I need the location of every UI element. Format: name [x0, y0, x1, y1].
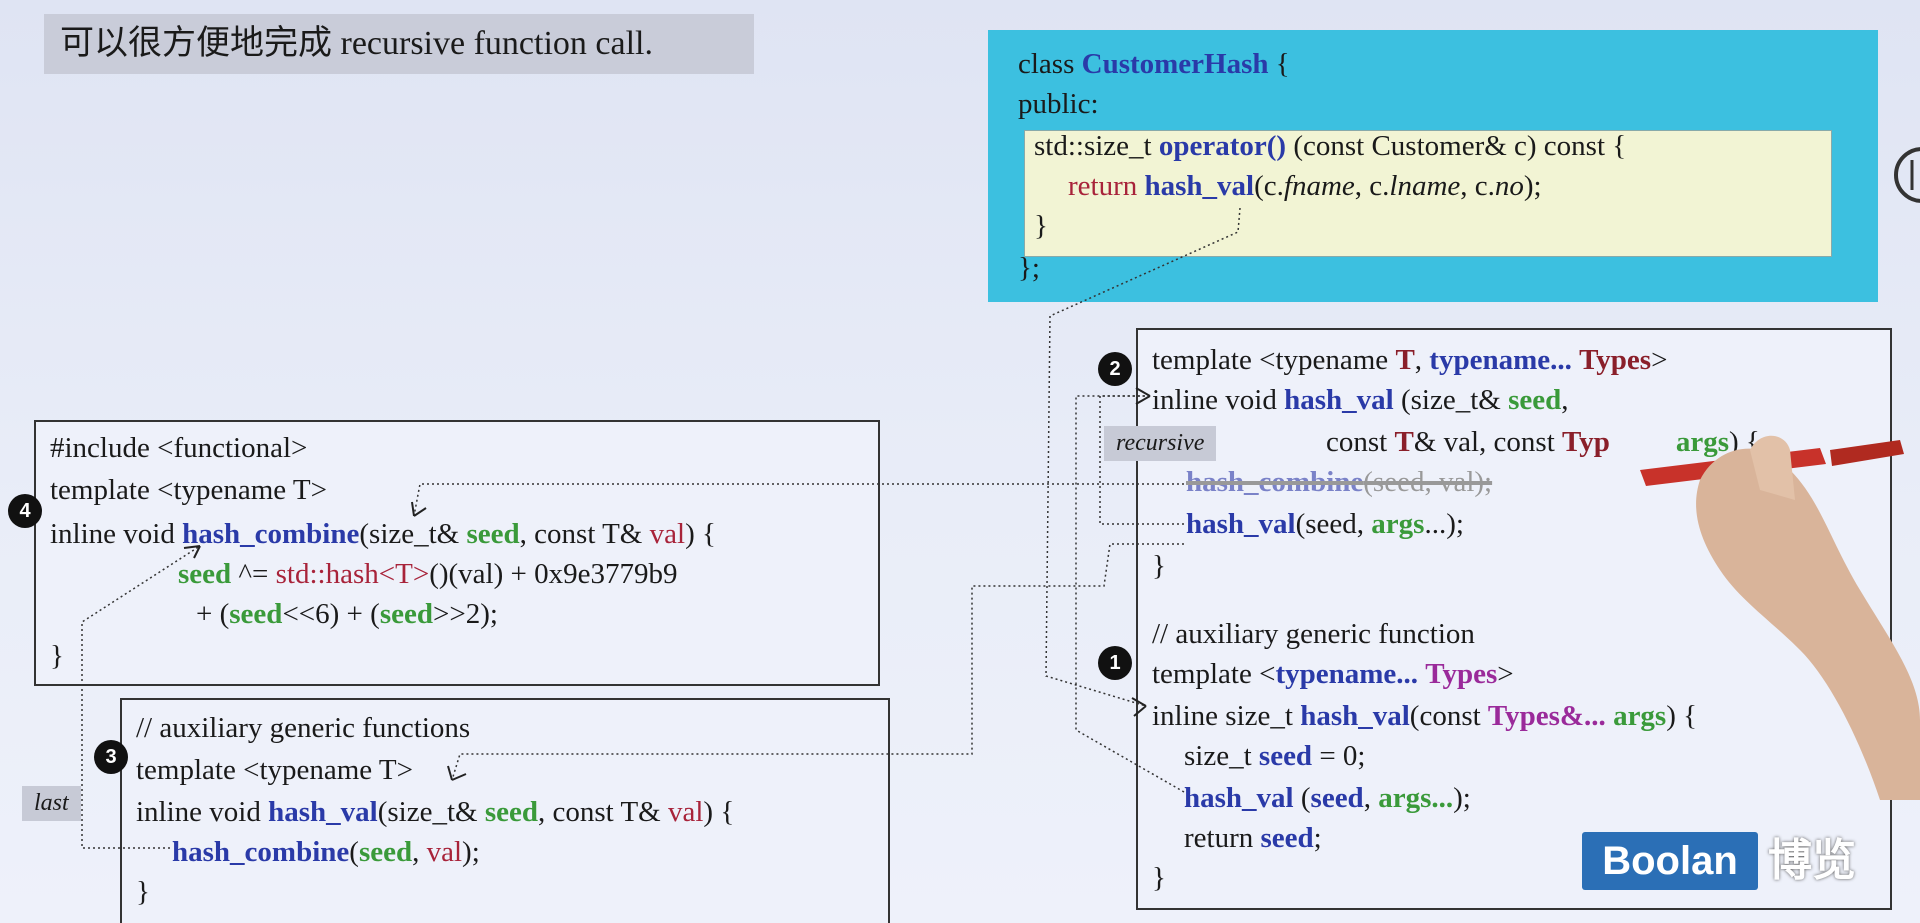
box1-comment: // auxiliary generic function — [1152, 618, 1475, 650]
boolan-logo: Boolan — [1582, 832, 1758, 890]
box4-line-6: } — [50, 640, 64, 672]
boolan-logo-cn: 博览 — [1768, 835, 1856, 886]
class-line-3: std::size_t operator() (const Customer& … — [1034, 130, 1627, 162]
box4-line-2: template <typename T> — [50, 474, 327, 506]
box4-line-4: seed ^= std::hash<T>()(val) + 0x9e3779b9 — [178, 558, 678, 590]
box2-line-5: hash_val(seed, args...); — [1186, 508, 1464, 540]
box4-line-5: + (seed<<6) + (seed>>2); — [196, 598, 498, 630]
box4-line-1: #include <functional> — [50, 432, 308, 464]
box1-line-call: hash_val (seed, args...); — [1184, 782, 1471, 814]
step-marker-2: 2 — [1098, 352, 1132, 386]
box1-line-close: } — [1152, 862, 1166, 894]
hash-val-variadic-box — [1136, 328, 1892, 910]
hash-val-single-box — [120, 698, 890, 923]
box3-line-5: } — [136, 876, 150, 908]
box1-line-seed: size_t seed = 0; — [1184, 740, 1366, 772]
box3-line-2: template <typename T> — [136, 754, 413, 786]
box2-line-2: inline void hash_val (size_t& seed, — [1152, 384, 1569, 416]
step-marker-1: 1 — [1098, 646, 1132, 680]
box2-line-4: hash_combine(seed, val); — [1186, 466, 1493, 498]
box3-line-3: inline void hash_val(size_t& seed, const… — [136, 796, 735, 828]
last-tag: last — [22, 786, 81, 821]
box1-line-template: template <typename... Types> — [1152, 658, 1514, 690]
box2-line-1: template <typename T, typename... Types> — [1152, 344, 1668, 376]
clock-icon — [1894, 147, 1920, 203]
slide-title-banner: 可以很方便地完成 recursive function call. — [44, 14, 754, 74]
box1-line-return: return seed; — [1184, 822, 1322, 854]
class-line-6: }; — [1018, 252, 1040, 284]
box2-line-6: } — [1152, 550, 1166, 582]
box1-line-signature: inline size_t hash_val(const Types&... a… — [1152, 700, 1698, 732]
box3-line-4: hash_combine(seed, val); — [172, 836, 480, 868]
recursive-tag: recursive — [1104, 426, 1217, 461]
presenter-hand-illustration — [1640, 435, 1920, 800]
operator-body-box — [1024, 130, 1832, 257]
class-line-1: class CustomerHash { — [1018, 48, 1290, 80]
box3-line-1: // auxiliary generic functions — [136, 712, 471, 744]
step-marker-3: 3 — [94, 740, 128, 774]
class-line-5: } — [1034, 210, 1048, 242]
class-line-4: return hash_val(c.fname, c.lname, c.no); — [1068, 170, 1542, 202]
hash-combine-box — [34, 420, 880, 686]
box4-line-3: inline void hash_combine(size_t& seed, c… — [50, 518, 716, 550]
step-marker-4: 4 — [8, 494, 42, 528]
class-line-2: public: — [1018, 88, 1099, 120]
